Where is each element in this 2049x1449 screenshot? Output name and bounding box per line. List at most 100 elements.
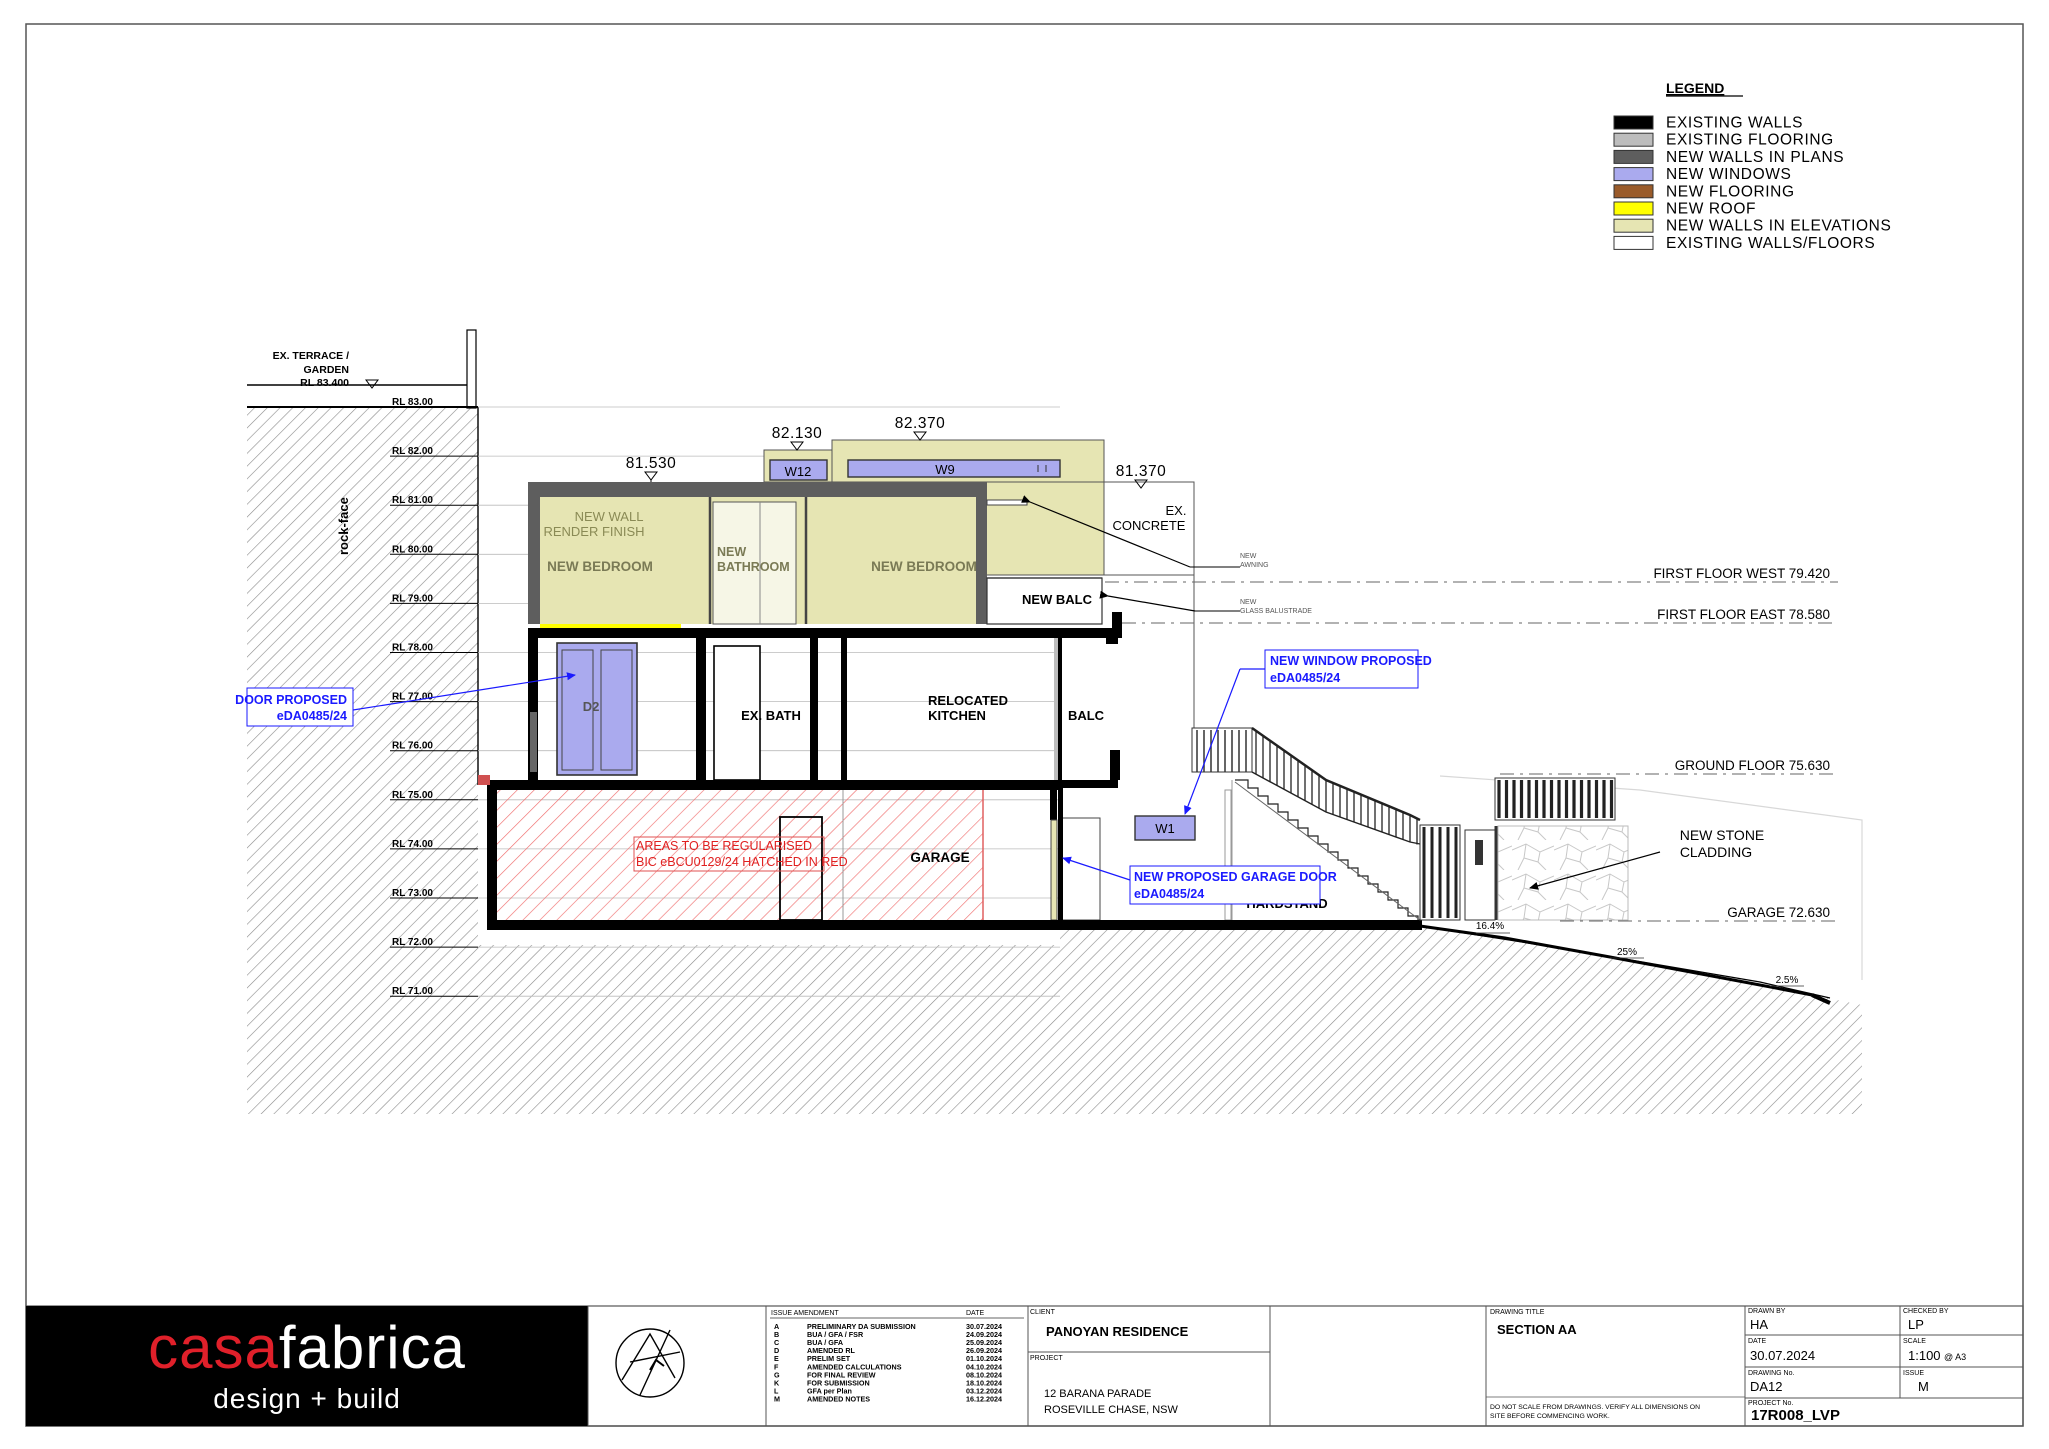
- height-81370: 81.370: [1116, 463, 1166, 480]
- issue-code: K: [774, 1378, 780, 1387]
- signature-seal-icon: [615, 1328, 685, 1398]
- room-ex-bath: EX. BATH: [741, 708, 801, 723]
- rl-label: RL 83.00: [392, 397, 433, 408]
- issue-code: E: [774, 1354, 779, 1363]
- disclaimer-line-2: SITE BEFORE COMMENCING WORK.: [1490, 1413, 1610, 1420]
- level-garage: GARAGE 72.630: [1727, 905, 1830, 920]
- room-kitchen-2: KITCHEN: [928, 708, 986, 723]
- issue-date: 30.07.2024: [966, 1322, 1002, 1331]
- slope-25: 25%: [1617, 947, 1637, 958]
- legend-label: NEW WALLS IN PLANS: [1666, 149, 1844, 166]
- new-wall-label: NEW WALL: [575, 509, 644, 524]
- issue-text: PRELIM SET: [807, 1354, 851, 1363]
- issue-date: 16.12.2024: [966, 1394, 1002, 1403]
- client-label: CLIENT: [1030, 1309, 1056, 1316]
- legend-swatch: [1613, 218, 1654, 233]
- rl-label: RL 71.00: [392, 986, 433, 997]
- awning-note-2: AWNING: [1240, 562, 1269, 569]
- slope-2-5: 2.5%: [1776, 975, 1799, 986]
- issue-date: 18.10.2024: [966, 1378, 1002, 1387]
- issue-text: AMENDED RL: [807, 1346, 856, 1355]
- issue-text: GFA per Plan: [807, 1386, 852, 1395]
- brand-fabrica: fabrica: [279, 1314, 466, 1381]
- height-82130: 82.130: [772, 425, 822, 442]
- rl-label: RL 74.00: [392, 839, 433, 850]
- issue-text: PRELIMINARY DA SUBMISSION: [807, 1322, 916, 1331]
- issue-code: D: [774, 1346, 779, 1355]
- window-proposed-line-1: NEW WINDOW PROPOSED: [1270, 654, 1432, 668]
- room-new-bedroom-right: NEW BEDROOM: [871, 559, 977, 574]
- garage-door-line-1: NEW PROPOSED GARAGE DOOR: [1134, 870, 1337, 884]
- door-proposed-line-1: DOOR PROPOSED: [235, 693, 347, 707]
- drawn-by: HA: [1750, 1317, 1768, 1332]
- issue-text: BUA / GFA / FSR: [807, 1330, 864, 1339]
- window-w12: [769, 459, 828, 481]
- scale-sheet: @ A3: [1944, 1352, 1966, 1362]
- rock-face-hatch: [247, 407, 478, 785]
- regularised-area-hatch: [497, 790, 983, 920]
- drawn-by-label: DRAWN BY: [1748, 1308, 1786, 1315]
- project-line-1: 12 BARANA PARADE: [1044, 1388, 1151, 1400]
- issue-code: G: [774, 1370, 780, 1379]
- issue-header: ISSUE AMENDMENT: [771, 1310, 839, 1317]
- issue-text: AMENDED CALCULATIONS: [807, 1362, 902, 1371]
- scale-value: 1:100: [1908, 1348, 1941, 1363]
- garage-door-line-2: eDA0485/24: [1134, 887, 1204, 901]
- room-new-balc: NEW BALC: [1022, 592, 1093, 607]
- slope-labels: 16.4% 25% 2.5%: [1476, 921, 1804, 987]
- rl-label: RL 76.00: [392, 741, 433, 752]
- first-floor-structure: [528, 439, 1195, 730]
- legend-swatch: [1613, 115, 1654, 130]
- rl-label: RL 79.00: [392, 593, 433, 604]
- garage-slab: [487, 920, 1422, 930]
- render-finish-label: RENDER FINISH: [543, 524, 644, 539]
- ground-floor-slab: [487, 780, 1062, 790]
- title-block: casafabrica design + build ISSUE AMENDME…: [25, 1305, 2024, 1427]
- disclaimer-line-1: DO NOT SCALE FROM DRAWINGS. VERIFY ALL D…: [1490, 1404, 1700, 1411]
- door-proposed-callout: DOOR PROPOSED eDA0485/24: [235, 672, 576, 727]
- issue-date: 25.09.2024: [966, 1338, 1002, 1347]
- terrace-level-marker: [365, 379, 379, 389]
- height-markers: 81.530 82.130 82.370 81.370: [626, 415, 1166, 489]
- issue-date: 24.09.2024: [966, 1330, 1002, 1339]
- legend-title: LEGEND: [1666, 80, 1724, 96]
- drawing-title: SECTION AA: [1497, 1322, 1577, 1337]
- project-no-label: PROJECT No.: [1748, 1400, 1793, 1407]
- issue-value: M: [1918, 1379, 1929, 1394]
- window-w1: [1134, 815, 1196, 841]
- issue-code: M: [774, 1394, 780, 1403]
- room-new-bathroom-1: NEW: [717, 545, 746, 559]
- ground-floor-structure: [528, 638, 1120, 781]
- level-first-floor-east: FIRST FLOOR EAST 78.580: [1657, 607, 1830, 622]
- brand-tagline: design + build: [213, 1383, 401, 1414]
- issue-date: 08.10.2024: [966, 1370, 1002, 1379]
- rl-label: RL 73.00: [392, 888, 433, 899]
- rl-label: RL 82.00: [392, 446, 433, 457]
- garage-level: [487, 786, 1232, 930]
- drawing-date: 30.07.2024: [1750, 1348, 1815, 1363]
- door-d2: [556, 642, 638, 776]
- awning-note-1: NEW: [1240, 553, 1257, 560]
- issue-text: FOR FINAL REVIEW: [807, 1370, 876, 1379]
- brand-panel: [26, 1306, 588, 1426]
- stone-cladding-1: NEW STONE: [1680, 827, 1765, 843]
- external-stair: [1191, 726, 1629, 921]
- legend-label: NEW FLOORING: [1666, 183, 1795, 200]
- balustrade-note-2: GLASS BALUSTRADE: [1240, 608, 1312, 615]
- window-w1-label: W1: [1155, 821, 1175, 836]
- upper-right-volume: [984, 481, 1105, 576]
- issue-text: FOR SUBMISSION: [807, 1378, 870, 1387]
- checked-by-label: CHECKED BY: [1903, 1308, 1949, 1315]
- regularised-note: AREAS TO BE REGULARISED BIC eBCU0129/24 …: [633, 836, 848, 872]
- issue-date: 01.10.2024: [966, 1354, 1002, 1363]
- issue-date: 26.09.2024: [966, 1346, 1002, 1355]
- issue-date: 03.12.2024: [966, 1386, 1002, 1395]
- room-garage: GARAGE: [910, 850, 969, 865]
- project-label: PROJECT: [1030, 1355, 1063, 1362]
- project-no: 17R008_LVP: [1751, 1407, 1840, 1424]
- rl-label: RL 78.00: [392, 643, 433, 654]
- window-proposed-line-2: eDA0485/24: [1270, 671, 1340, 685]
- issue-text: BUA / GFA: [807, 1338, 843, 1347]
- height-81530: 81.530: [626, 455, 676, 472]
